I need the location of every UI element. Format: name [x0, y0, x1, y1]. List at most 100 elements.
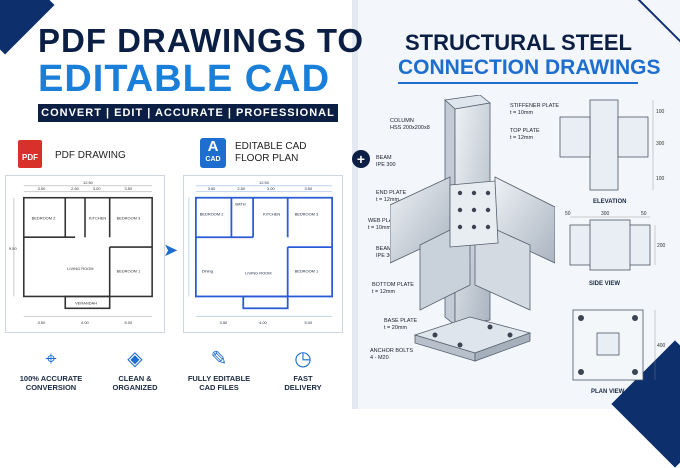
feature-line2: ORGANIZED [112, 383, 158, 392]
callout-spec: t = 10mm [368, 225, 392, 231]
room-living: LIVING ROOM [67, 266, 93, 271]
cad-dim-bottom-b: 4.00 [259, 320, 267, 325]
cad-label-line1: EDITABLE CAD [235, 141, 307, 152]
edit-icon: ✎ [210, 348, 228, 370]
cad-dim-top-total: 12.50 [259, 180, 270, 185]
callout-spec: HSS 200x200x8 [390, 125, 430, 131]
dim-elev-300: 300 [656, 141, 665, 147]
clock-icon: ◷ [294, 348, 312, 370]
pdf-file-icon: PDF [18, 140, 42, 168]
room-bedroom3: BEDROOM 3 [117, 215, 141, 220]
feature-line2: DELIVERY [284, 383, 322, 392]
cad-dim-bottom-c: 5.00 [304, 320, 312, 325]
view-elevation-label: ELEVATION [593, 199, 626, 205]
cad-room-bedroom3: BEDROOM 3 [295, 211, 319, 216]
dim-top-d: 3.50 [124, 186, 132, 191]
dim-bottom-a: 3.50 [38, 320, 46, 325]
callout-title: END PLATE [376, 190, 407, 196]
main-title-line2: EDITABLE CAD [38, 58, 331, 100]
room-bedroom2: BEDROOM 2 [32, 215, 56, 220]
callout-spec: IPE 300 [376, 162, 396, 168]
feature-line2: CONVERSION [25, 383, 77, 392]
dim-top-total: 12.50 [83, 180, 94, 185]
callout-spec: IPE 300 [376, 253, 396, 259]
callout-title: WEB PLATE [368, 218, 400, 224]
dim-top-a: 3.50 [38, 186, 46, 191]
cad-room-living: LIVING ROOM [245, 271, 271, 276]
cad-dim-top-c: 3.00 [267, 186, 275, 191]
cad-dim-top-a: 3.50 [208, 186, 216, 191]
cad-dim-top-b: 2.50 [237, 186, 245, 191]
pdf-floor-plan: 12.50 3.50 2.50 3.00 3.50 9.50 3.50 4.00… [5, 175, 165, 333]
callout-title: STIFFENER PLATE [510, 103, 560, 109]
cad-label-line2: FLOOR PLAN [235, 153, 299, 164]
feature-line1: FAST [293, 374, 313, 383]
callout-spec: t = 12mm [510, 135, 534, 141]
room-bedroom1: BEDROOM 1 [117, 269, 141, 274]
cad-icon-letter: A [207, 138, 219, 155]
callout-title: TOP PLATE [510, 128, 540, 134]
feature-text: CLEAN &ORGANIZED [96, 374, 174, 392]
view-plan-label: PLAN VIEW [591, 389, 625, 395]
feature-line1: CLEAN & [118, 374, 152, 383]
dim-side-300: 300 [601, 211, 610, 217]
tagline-bar: CONVERT | EDIT | ACCURATE | PROFESSIONAL [38, 104, 338, 122]
view-side-label: SIDE VIEW [589, 281, 620, 287]
steel-2d-views: 100 300 100 50 300 50 200 400 ELEVATION … [559, 99, 666, 395]
cad-room-bedroom2: BEDROOM 2 [200, 211, 224, 216]
dim-side-50a: 50 [565, 211, 571, 217]
feature-line1: 100% ACCURATE [19, 374, 83, 383]
layers-icon: ◈ [127, 348, 143, 370]
dim-side-50b: 50 [641, 211, 647, 217]
convert-arrow-icon: ➤ [163, 240, 179, 260]
dim-side-200: 200 [657, 243, 666, 249]
callout-spec: t = 20mm [384, 325, 408, 331]
callout-spec: t = 12mm [376, 197, 400, 203]
feature-line2: CAD FILES [199, 383, 239, 392]
room-verandah: VERANDAH [75, 300, 97, 305]
callout-title: BEAM [376, 155, 392, 161]
right-title-line1: STRUCTURAL STEEL [405, 30, 632, 55]
dim-top-b: 2.50 [71, 186, 79, 191]
dim-bottom-c: 5.00 [124, 320, 132, 325]
title-underline [398, 82, 638, 84]
cad-file-icon: A CAD [200, 138, 226, 168]
callout-title: ANCHOR BOLTS [370, 348, 413, 354]
pdf-floor-plan-drawing: 12.50 3.50 2.50 3.00 3.50 9.50 3.50 4.00… [9, 180, 153, 325]
dim-plan-400: 400 [657, 343, 666, 349]
plus-icon: + [352, 150, 370, 168]
room-kitchen: KITCHEN [89, 215, 106, 220]
cad-dim-top-d: 3.50 [304, 186, 312, 191]
dim-bottom-b: 4.00 [81, 320, 89, 325]
steel-connection-3d-assembly [390, 95, 555, 362]
cad-room-bedroom1: BEDROOM 1 [295, 269, 319, 274]
target-icon: ⌖ [45, 348, 57, 370]
cad-room-dining: Dining [202, 269, 213, 274]
cad-floor-plan-drawing: 12.50 3.50 2.50 3.00 3.50 BEDROOM 2 BATH… [188, 180, 334, 325]
callout-title: COLUMN [390, 118, 414, 124]
panel-divider [352, 0, 358, 409]
dim-elev-100a: 100 [656, 109, 665, 115]
callout-title: BEAM [376, 246, 392, 252]
callout-spec: 4 - M20 [370, 355, 389, 361]
callout-title: BASE PLATE [384, 318, 418, 324]
cad-floor-plan-label: EDITABLE CAD FLOOR PLAN [235, 141, 345, 165]
dim-elev-100b: 100 [656, 176, 665, 182]
dim-left-total: 9.50 [9, 246, 17, 251]
feature-line1: FULLY EDITABLE [187, 374, 251, 383]
feature-clean: ◈ CLEAN &ORGANIZED [96, 346, 174, 406]
